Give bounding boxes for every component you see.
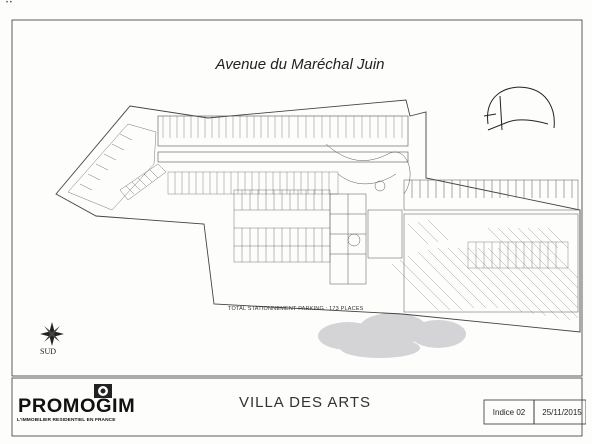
stalls-mid (167, 171, 339, 195)
drawing-frame (11, 19, 583, 377)
project-title: VILLA DES ARTS (238, 394, 372, 411)
compass-label: SUD (40, 347, 57, 356)
plan-drawing (11, 19, 586, 437)
stalls-upper (162, 116, 403, 138)
revision-date: 25/11/2015 (542, 408, 582, 417)
corner-marks: • • (6, 0, 12, 6)
logo-name: PROMOGIM (18, 396, 136, 417)
property-outline (55, 99, 581, 333)
total-parking-label: TOTAL STATIONNEMENT PARKING : 173 PLACES (228, 306, 364, 312)
arch-sketch (483, 86, 555, 131)
ramp-core (325, 143, 411, 285)
logo-tagline: L'IMMOBILIER RESIDENTIEL EN FRANCE (17, 418, 116, 423)
title-block (11, 377, 586, 437)
revision-index: Indice 02 (492, 408, 526, 417)
gray-blot (318, 313, 466, 358)
stalls-right-inner (467, 241, 569, 269)
logo-icon (94, 384, 112, 398)
block-upper (157, 115, 409, 163)
block-center (233, 189, 331, 263)
street-title: Avenue du Maréchal Juin (215, 56, 385, 73)
hatch-right (391, 219, 579, 321)
block-right (403, 179, 579, 313)
compass-rose (40, 322, 64, 346)
left-wing (67, 123, 167, 211)
